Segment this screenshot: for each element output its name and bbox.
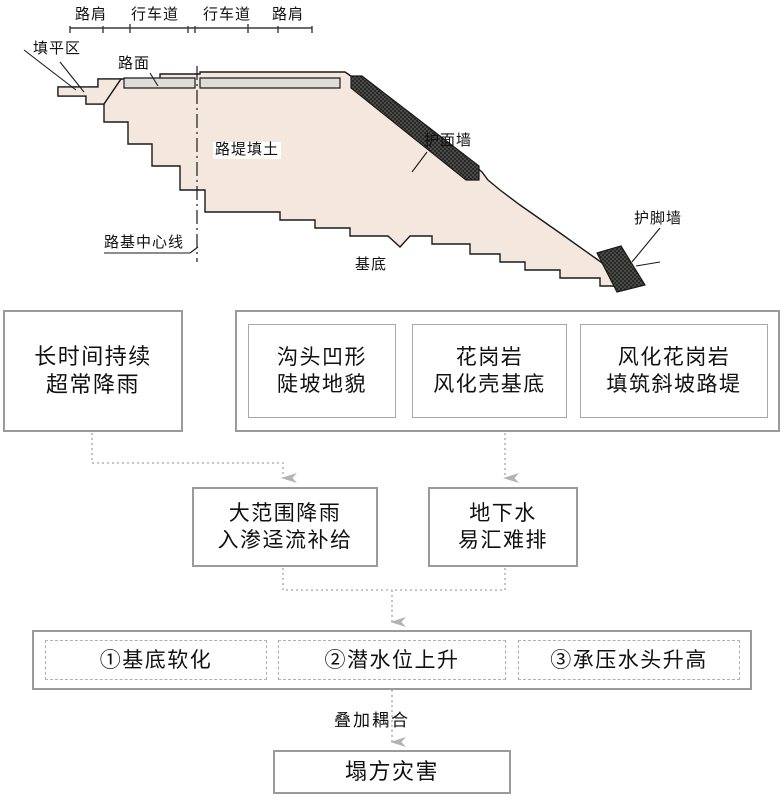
label-road-surface: 路面 — [118, 56, 151, 72]
label-facing-wall: 护面墙 — [424, 133, 473, 149]
cause-box-weathered-fill[interactable]: 风化花岗岩 填筑斜坡路堤 — [580, 324, 768, 418]
effect-box-pressure-head-rise[interactable]: ③承压水头升高 — [518, 640, 740, 680]
mid-box-groundwater[interactable]: 地下水 易汇难排 — [428, 487, 578, 567]
effect-box-base-softening-label: ①基底软化 — [99, 647, 213, 672]
cause-box-granite-base-label: 花岗岩 风化壳基底 — [433, 345, 546, 396]
toe-wall-shape — [596, 245, 646, 293]
cause-box-gully-head[interactable]: 沟头凹形 陡坡地貌 — [248, 324, 396, 418]
label-toe-wall: 护脚墙 — [634, 211, 683, 227]
outcome-box-collapse-disaster[interactable]: 塌方灾害 — [273, 750, 511, 794]
leader-lines — [23, 49, 661, 267]
mid-box-infiltration-label: 大范围降雨 入渗迳流补给 — [217, 501, 353, 552]
connector-groundwater-down — [392, 568, 506, 591]
scale-label-shoulder-left: 路肩 — [75, 7, 108, 23]
connector-rainfall-to-infiltration — [91, 433, 297, 483]
cause-box-rainfall-label: 长时间持续 超常降雨 — [34, 343, 152, 397]
connector-infiltration-down — [282, 568, 392, 591]
effect-box-water-table-rise-label: ②潜水位上升 — [324, 647, 460, 672]
label-base-ground: 基底 — [355, 257, 388, 273]
label-fill-level-zone: 填平区 — [33, 41, 82, 57]
fill-level-zone-slope — [103, 78, 122, 105]
label-subgrade-centerline: 路基中心线 — [104, 235, 185, 251]
facing-wall-shape — [350, 75, 480, 181]
label-embankment-fill: 路堤填土 — [213, 142, 282, 159]
cause-box-granite-base[interactable]: 花岗岩 风化壳基底 — [412, 324, 567, 418]
scale-label-lane-right: 行车道 — [203, 7, 252, 23]
mid-box-groundwater-label: 地下水 易汇难排 — [458, 501, 548, 552]
cause-box-weathered-fill-label: 风化花岗岩 填筑斜坡路堤 — [606, 345, 742, 396]
outcome-box-collapse-disaster-label: 塌方灾害 — [344, 758, 439, 784]
pavement-right — [199, 77, 341, 89]
scale-label-shoulder-right: 路肩 — [272, 7, 305, 23]
cause-box-rainfall[interactable]: 长时间持续 超常降雨 — [3, 310, 183, 432]
cause-box-gully-head-label: 沟头凹形 陡坡地貌 — [277, 345, 367, 396]
effect-box-base-softening[interactable]: ①基底软化 — [45, 640, 267, 680]
top-dimension-line — [69, 24, 313, 33]
scale-label-lane-left: 行车道 — [131, 7, 180, 23]
coupling-label: 叠加耦合 — [334, 711, 410, 730]
effect-box-pressure-head-rise-label: ③承压水头升高 — [550, 647, 708, 672]
effect-box-water-table-rise[interactable]: ②潜水位上升 — [278, 640, 506, 680]
pavement-left — [123, 77, 196, 89]
mid-box-infiltration[interactable]: 大范围降雨 入渗迳流补给 — [192, 487, 378, 567]
